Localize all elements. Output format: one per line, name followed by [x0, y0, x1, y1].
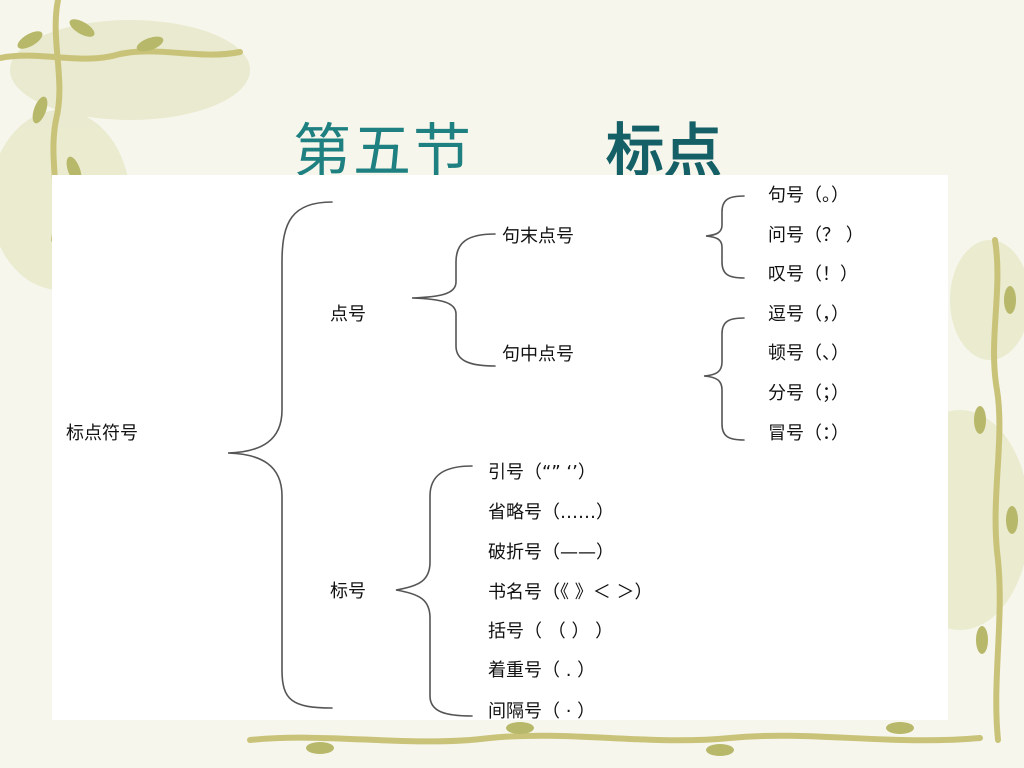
list-item: 括号（ （ ） ）: [488, 621, 614, 642]
list-item: 省略号（……）: [488, 502, 614, 523]
diagram-panel: [52, 175, 948, 720]
list-item: 逗号（，）: [768, 304, 849, 325]
slide-title: 第五节 标点: [0, 104, 1024, 185]
juzhong-label: 句中点号: [502, 344, 574, 365]
root-label: 标点符号: [66, 423, 138, 444]
list-item: 冒号（：）: [768, 423, 849, 444]
list-item: 顿号（、）: [768, 343, 849, 364]
list-item: 分号（；）: [768, 383, 849, 404]
title-section: 第五节: [293, 117, 474, 185]
brace-dianhao: [411, 233, 496, 367]
dianhao-label: 点号: [330, 304, 366, 325]
list-item: 叹号（！）: [768, 264, 858, 285]
brace-root: [227, 201, 333, 709]
list-item: 破折号（——）: [488, 542, 614, 563]
list-item: 句号（。）: [768, 185, 849, 206]
list-item: 引号（“” ‘’）: [488, 462, 596, 483]
brace-juomo: [705, 195, 745, 279]
title-topic: 标点: [606, 117, 723, 185]
list-item: 着重号（ . ）: [488, 660, 596, 681]
list-item: 间隔号（ · ）: [488, 701, 596, 722]
brace-juzhong: [703, 317, 745, 441]
biaohao-label: 标号: [330, 581, 366, 602]
list-item: 书名号（《 》＜ ＞）: [488, 582, 653, 603]
juomo-label: 句末点号: [502, 226, 574, 247]
brace-biaohao: [395, 465, 473, 717]
list-item: 问号（？ ）: [768, 225, 864, 246]
